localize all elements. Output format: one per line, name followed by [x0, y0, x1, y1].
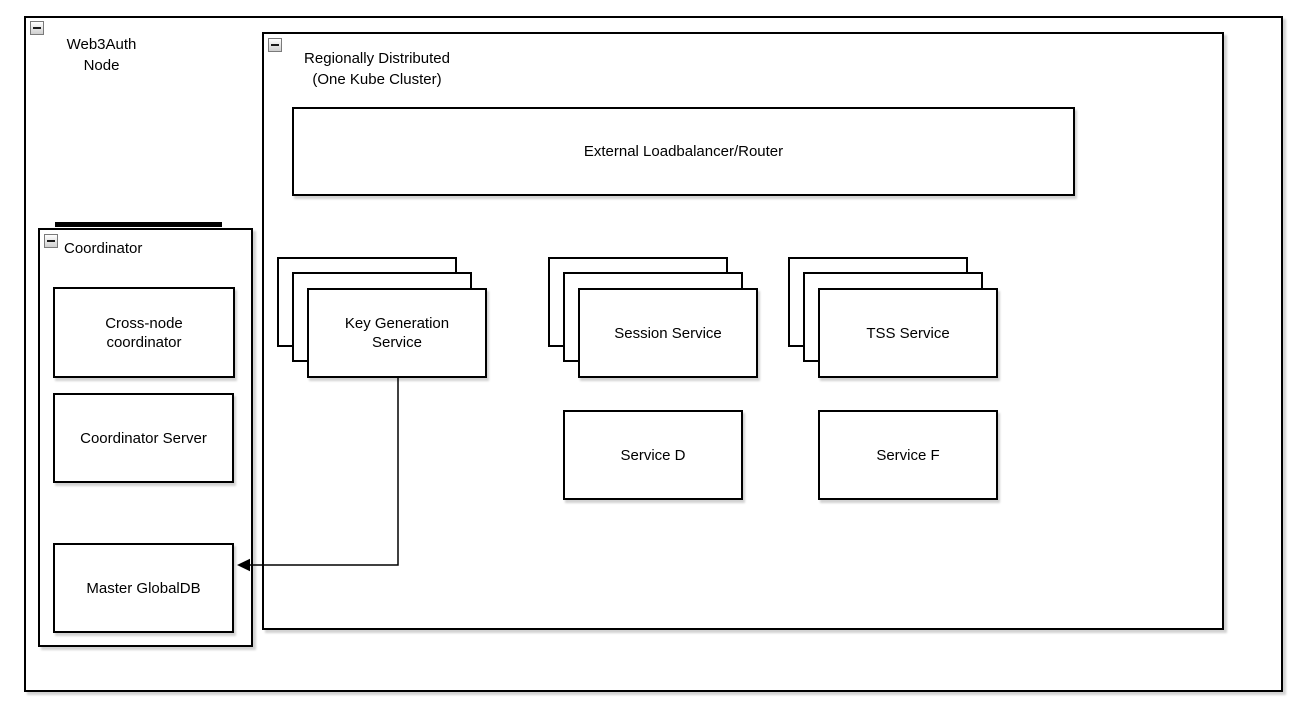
- box-label: TSS Service: [866, 324, 950, 342]
- container-label-coordinator: Coordinator: [64, 240, 143, 257]
- box-label: Service D: [620, 446, 686, 464]
- box-session-service: Session Service: [578, 288, 758, 378]
- box-label: Cross-node coordinator: [105, 314, 183, 351]
- box-service-f: Service F: [818, 410, 998, 500]
- box-tss-service: TSS Service: [818, 288, 998, 378]
- label-line: Web3Auth: [66, 36, 137, 53]
- label-line: Regionally Distributed: [304, 50, 450, 67]
- box-label: Session Service: [614, 324, 722, 342]
- collapse-minus-icon[interactable]: [268, 38, 282, 52]
- collapse-minus-icon[interactable]: [30, 21, 44, 35]
- container-label-web3auth: Web3Auth Node: [54, 34, 149, 76]
- box-coordinator-server: Coordinator Server: [53, 393, 234, 483]
- label-line: (One Kube Cluster): [312, 71, 442, 88]
- box-label: Master GlobalDB: [86, 579, 201, 597]
- box-label: Coordinator Server: [80, 429, 207, 447]
- box-external-loadbalancer: External Loadbalancer/Router: [292, 107, 1075, 196]
- label-line: Node: [83, 57, 120, 74]
- container-label-regionally: Regionally Distributed (One Kube Cluster…: [292, 48, 462, 90]
- collapse-minus-icon[interactable]: [44, 234, 58, 248]
- hidden-shape-edge: [55, 222, 222, 227]
- container-coordinator: Coordinator Cross-node coordinator Coord…: [38, 228, 253, 647]
- box-key-generation-service: Key Generation Service: [307, 288, 487, 378]
- box-service-d: Service D: [563, 410, 743, 500]
- box-label: Key Generation Service: [344, 315, 450, 351]
- box-master-globaldb: Master GlobalDB: [53, 543, 234, 633]
- box-label: Service F: [876, 446, 940, 464]
- box-label: External Loadbalancer/Router: [583, 143, 784, 160]
- container-regionally-distributed: Regionally Distributed (One Kube Cluster…: [262, 32, 1224, 630]
- box-cross-node-coordinator: Cross-node coordinator: [53, 287, 235, 378]
